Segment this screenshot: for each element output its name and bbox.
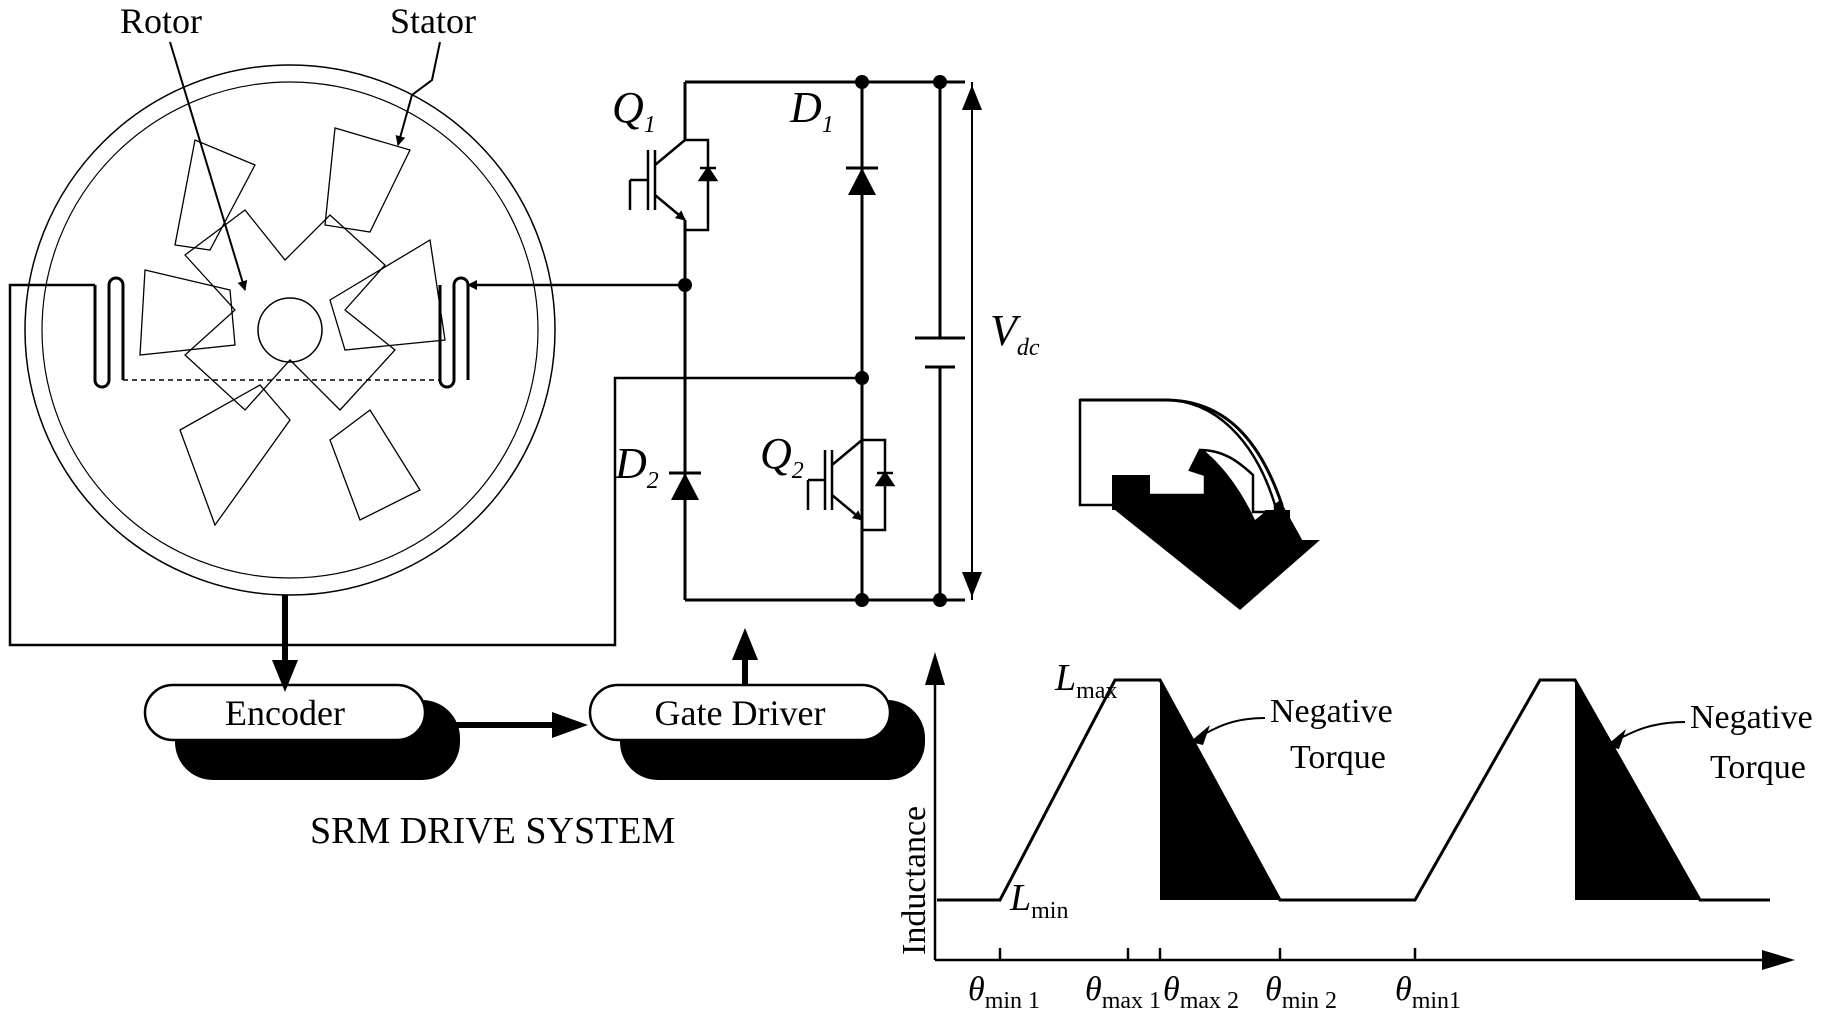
gate-driver-label: Gate Driver <box>655 693 826 733</box>
vdc-label: Vdc <box>990 306 1040 361</box>
signal-arrowheads <box>272 628 758 738</box>
x-tick-label: θmax 2 <box>1163 971 1239 1014</box>
x-axis-arrowhead <box>1762 950 1795 970</box>
stator-inner-ring <box>41 81 539 579</box>
d1-label: D1 <box>789 83 834 138</box>
d1-diode <box>846 166 878 195</box>
encoder-label: Encoder <box>225 693 345 733</box>
lmin-label: Lmin <box>1009 877 1068 924</box>
d2-label: D2 <box>614 439 659 494</box>
encoder-block: Encoder <box>143 683 460 780</box>
x-tick-labels: θmin 1 θmax 1 θmax 2 θmin 2 θmin1 <box>968 971 1461 1014</box>
stator-poles <box>139 127 446 527</box>
annotation-line1: Negative <box>1690 699 1813 736</box>
stator-outer-ring <box>24 64 556 596</box>
annotation-line2: Torque <box>1290 739 1386 776</box>
lmax-label: Lmax <box>1054 657 1117 704</box>
asymmetric-converter <box>683 80 965 602</box>
curved-block-arrow <box>1078 398 1320 610</box>
annotation-line1: Negative <box>1270 693 1393 730</box>
y-axis-arrowhead <box>925 652 945 685</box>
q2-transistor <box>806 438 896 600</box>
stator-label: Stator <box>390 1 476 41</box>
junction-dots <box>678 75 947 607</box>
system-title: SRM DRIVE SYSTEM <box>310 810 675 852</box>
gate-driver-block: Gate Driver <box>588 683 925 780</box>
q2-label: Q2 <box>760 429 804 484</box>
winding-right <box>438 276 470 389</box>
annotation-line2: Torque <box>1710 749 1806 786</box>
x-tick-label: θmax 1 <box>1085 971 1161 1014</box>
x-tick-label: θmin 1 <box>968 971 1040 1014</box>
stator-leader-arrow <box>395 41 441 146</box>
rotor-shaft <box>257 297 323 363</box>
y-axis-label: Inductance <box>896 806 933 955</box>
srm-motor <box>24 64 556 596</box>
winding-left <box>93 276 125 389</box>
q1-transistor <box>628 138 719 232</box>
vdc-arrow-bottom <box>962 572 982 597</box>
vdc-arrow-top <box>962 85 982 110</box>
inductance-chart: Inductance Lmax Lmin θmin 1 θmax 1 θmax … <box>896 652 1813 1014</box>
inductance-profile-line <box>937 678 1770 902</box>
x-tick-label: θmin 2 <box>1265 971 1337 1014</box>
motor-wiring <box>8 280 862 647</box>
rotor <box>184 209 396 411</box>
q1-label: Q1 <box>612 83 656 138</box>
rotor-label: Rotor <box>120 1 202 41</box>
d2-diode <box>669 471 701 500</box>
rotor-leader-arrow <box>169 41 248 291</box>
negative-torque-annotation-2: Negative Torque <box>1606 699 1813 786</box>
negative-torque-annotation-1: Negative Torque <box>1190 693 1393 776</box>
x-tick-marks <box>998 948 1417 960</box>
dc-source <box>915 336 965 369</box>
x-tick-label: θmin1 <box>1395 971 1461 1014</box>
